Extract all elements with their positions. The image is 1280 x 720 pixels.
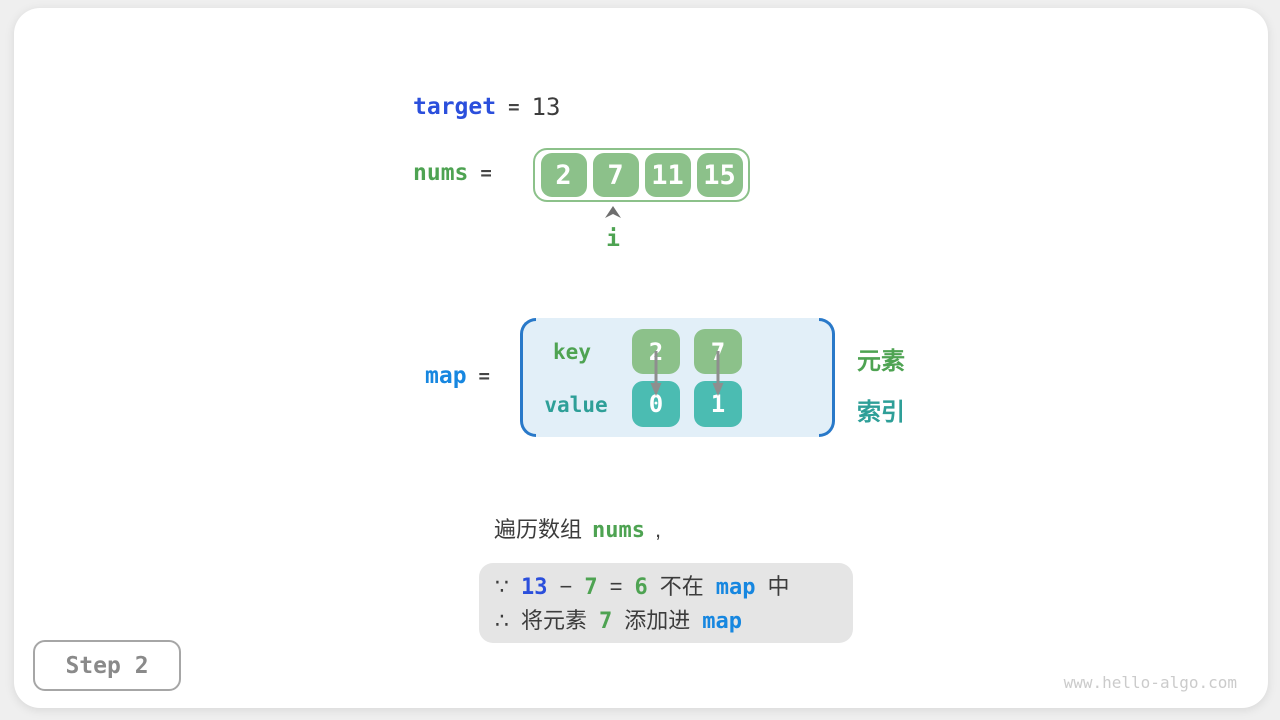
array-cell: 11 bbox=[644, 153, 691, 197]
note-text: 不在 bbox=[659, 574, 704, 599]
map-right-bracket bbox=[819, 318, 835, 437]
index-annotation: 索引 bbox=[857, 399, 905, 426]
note-difference-value: 6 bbox=[634, 575, 648, 600]
minus-sign: − bbox=[559, 574, 573, 599]
caption-code: nums bbox=[592, 518, 645, 543]
element-annotation: 元素 bbox=[857, 348, 905, 375]
note-target-value: 13 bbox=[521, 575, 548, 600]
equals-sign: = bbox=[609, 574, 623, 599]
array-cell: 7 bbox=[592, 153, 639, 197]
note-map-code: map bbox=[715, 575, 756, 600]
step-label: Step 2 bbox=[65, 652, 149, 679]
caption-text: 遍历数组 bbox=[494, 517, 583, 542]
note-element-value: 7 bbox=[599, 609, 613, 634]
note-line-1: ∵ 13 − 7 = 6 不在 map 中 bbox=[495, 570, 853, 604]
nums-array: 2 7 11 15 bbox=[533, 148, 750, 202]
therefore-symbol: ∴ bbox=[495, 608, 509, 633]
note-box: ∵ 13 − 7 = 6 不在 map 中 ∴ 将元素 7 添加进 map bbox=[479, 563, 853, 643]
target-line: target = 13 bbox=[413, 93, 560, 121]
map-left-bracket bbox=[520, 318, 536, 437]
nums-label: nums = bbox=[413, 160, 492, 186]
watermark: www.hello-algo.com bbox=[1063, 673, 1237, 692]
key-to-value-arrow-icon bbox=[650, 351, 662, 396]
nums-variable: nums bbox=[413, 160, 469, 186]
map-label: map = bbox=[425, 363, 490, 389]
equals-sign: = bbox=[480, 162, 492, 184]
note-element-value: 7 bbox=[584, 575, 598, 600]
note-text: 将元素 bbox=[521, 608, 588, 633]
map-variable: map bbox=[425, 363, 467, 389]
target-variable: target bbox=[413, 94, 497, 120]
caption-comma: , bbox=[655, 517, 662, 542]
map-key-label: key bbox=[553, 340, 591, 364]
map-value-label: value bbox=[544, 393, 608, 417]
equals-sign: = bbox=[508, 96, 520, 118]
target-value: 13 bbox=[531, 93, 561, 121]
array-cell: 15 bbox=[696, 153, 743, 197]
note-map-code: map bbox=[702, 609, 743, 634]
caption-line: 遍历数组 nums , bbox=[494, 512, 661, 544]
equals-sign: = bbox=[478, 365, 490, 387]
array-cell: 2 bbox=[540, 153, 587, 197]
index-pointer-label: i bbox=[606, 226, 620, 252]
key-to-value-arrow-icon bbox=[712, 351, 724, 396]
index-pointer-arrow-icon bbox=[605, 206, 621, 218]
because-symbol: ∵ bbox=[495, 574, 509, 599]
note-text: 添加进 bbox=[624, 608, 691, 633]
note-line-2: ∴ 将元素 7 添加进 map bbox=[495, 604, 853, 638]
step-badge: Step 2 bbox=[33, 640, 181, 691]
note-text: 中 bbox=[767, 574, 790, 599]
